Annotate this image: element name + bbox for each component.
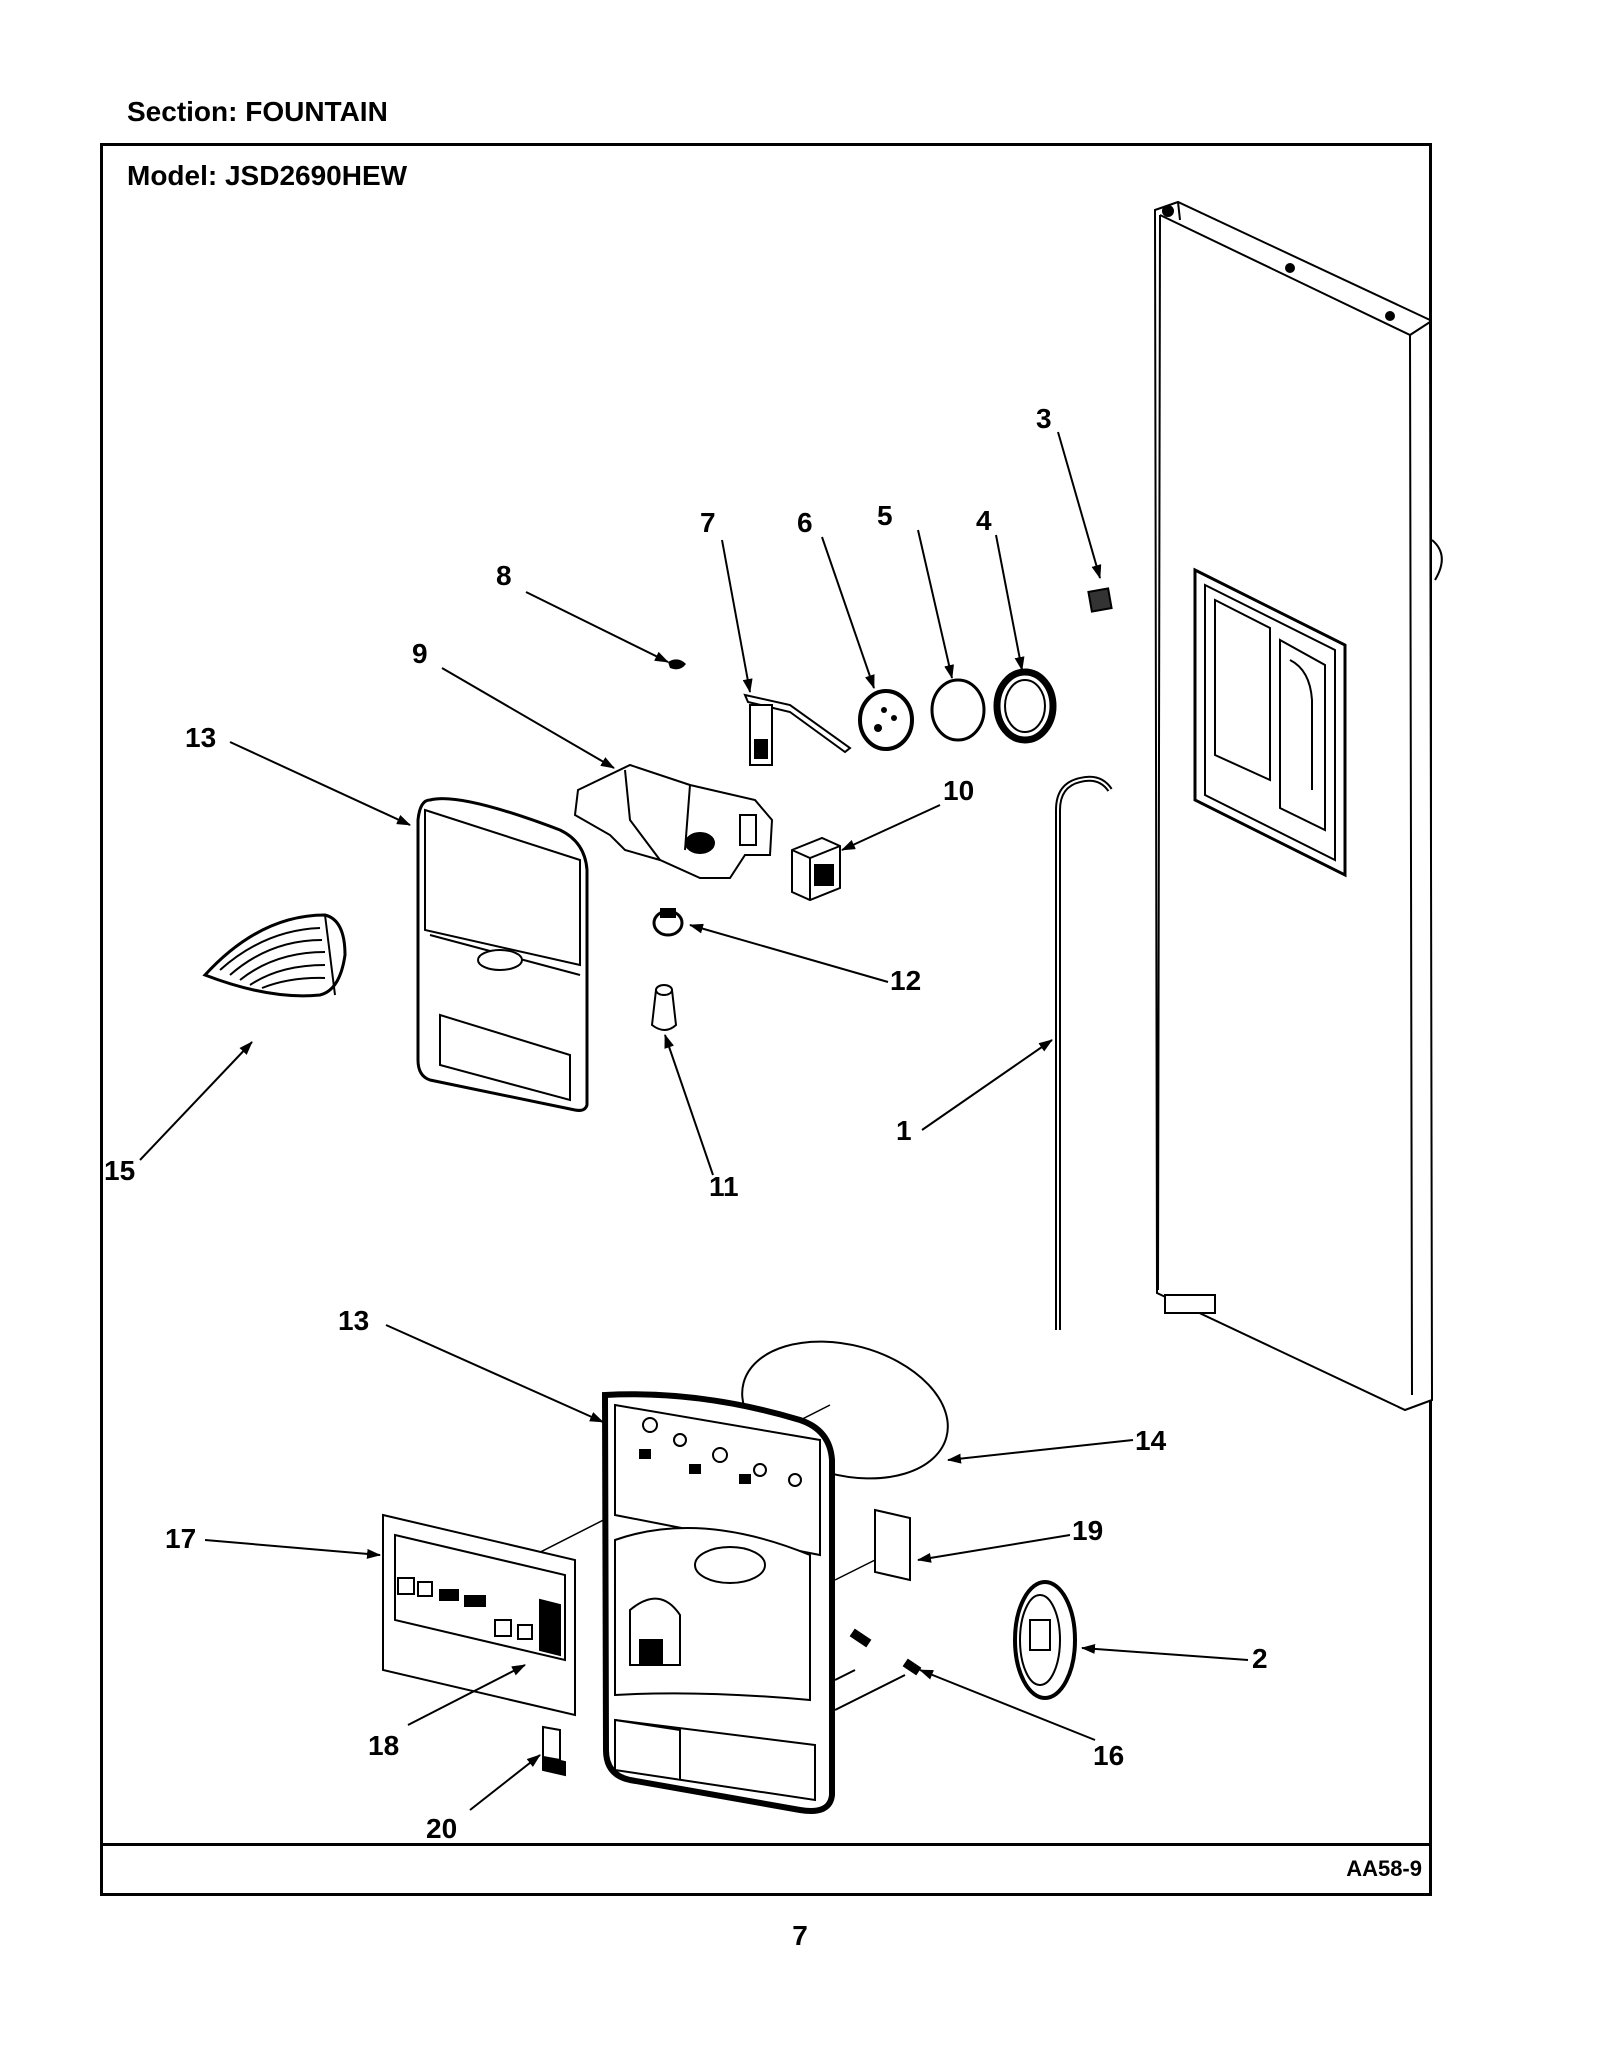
part-2-cap [1013,1580,1077,1700]
callout-labels: 3 4 5 6 7 8 9 13 10 12 1 15 11 13 14 19 … [104,403,1268,1844]
callout-19: 19 [1072,1515,1103,1546]
callout-17: 17 [165,1523,196,1554]
callout-11: 11 [709,1171,739,1202]
section-title: Section: FOUNTAIN [127,96,388,127]
part-10-solenoid [791,836,841,902]
part-4-ring [993,668,1057,744]
callout-20: 20 [426,1813,457,1844]
callout-5: 5 [877,500,893,531]
part-11-nozzle [650,984,678,1031]
callout-10: 10 [943,775,974,806]
model-title: Model: JSD2690HEW [127,160,408,191]
part-9-housing [573,763,774,879]
part-13-front-panel-bottom [601,1391,835,1814]
callout-13-bottom: 13 [338,1305,369,1336]
callout-13-top: 13 [185,722,216,753]
diagram-code: AA58-9 [1346,1856,1422,1881]
callout-16: 15 [104,1155,135,1186]
callout-15: 16 [1093,1740,1124,1771]
callout-14: 14 [1135,1425,1167,1456]
part-5-lens [930,678,986,742]
part-7-bracket [743,693,852,766]
part-3-label-plate [1087,587,1113,613]
callout-8: 8 [496,560,512,591]
part-12-fitting [652,908,684,937]
part-15-screws [834,1628,922,1711]
callout-18: 18 [368,1730,399,1761]
leader-lines [139,431,1249,1811]
page-number: 7 [792,1920,808,1951]
footer-divider [100,1843,1432,1846]
part-16-grille [202,913,347,998]
part-19-label [874,1508,911,1582]
callout-2: 2 [1252,1643,1268,1674]
callout-1: 1 [896,1115,912,1146]
part-6-knob [858,689,914,751]
part-20-switch [542,1725,566,1777]
refrigerator-door [1153,200,1443,1412]
part-1-tube [1055,775,1113,1330]
part-13-front-panel-top [416,797,589,1112]
part-17-control-board [382,1513,576,1717]
callout-12: 12 [890,965,921,996]
callout-3: 3 [1036,403,1052,434]
part-8-clip [668,659,686,670]
callout-4: 4 [976,505,992,536]
callout-6: 6 [797,507,813,538]
callout-9: 9 [412,638,428,669]
callout-7: 7 [700,507,716,538]
